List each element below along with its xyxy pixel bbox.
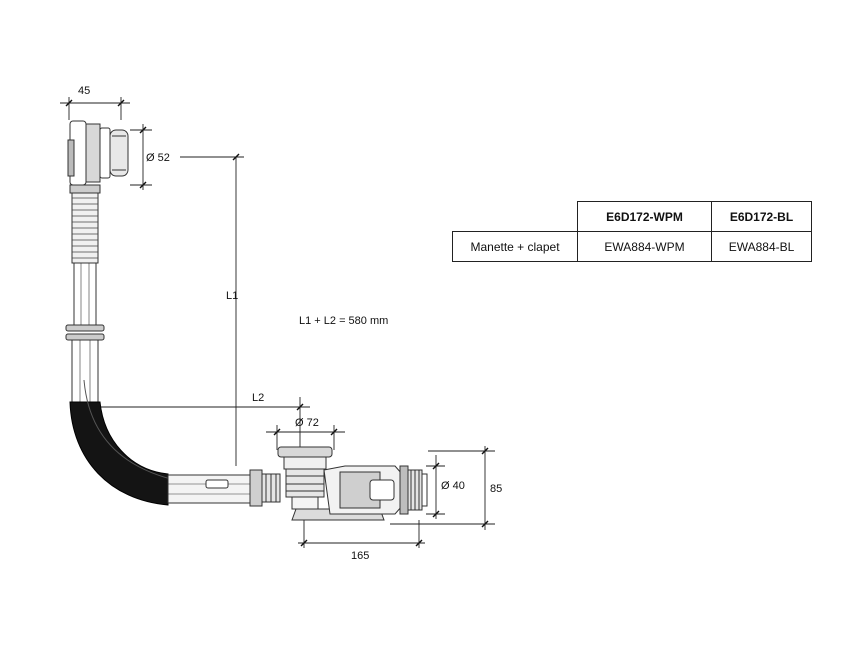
table-header-bl: E6D172-BL [711, 201, 812, 232]
table-header-empty [452, 201, 578, 232]
table-cell-bl: EWA884-BL [711, 231, 812, 262]
vertical-pipe [65, 184, 105, 403]
overflow-head [67, 120, 129, 186]
horizontal-pipe [167, 469, 281, 507]
dim-85-label: 85 [490, 483, 502, 495]
table-row: Manette + clapet EWA884-WPM EWA884-BL [452, 231, 812, 262]
dimension-ticks [65, 99, 489, 547]
dim-diameter-72-label: Ø 72 [295, 417, 319, 429]
table-row-label: Manette + clapet [452, 231, 578, 262]
dim-l2-label: L2 [252, 392, 264, 404]
dim-165-label: 165 [351, 550, 369, 562]
dim-45-label: 45 [78, 85, 90, 97]
table-header-row: E6D172-WPM E6D172-BL [452, 201, 812, 232]
table-cell-wpm: EWA884-WPM [577, 231, 712, 262]
drain-body [277, 446, 428, 521]
dim-formula-label: L1 + L2 = 580 mm [299, 315, 388, 327]
dim-diameter-52-label: Ø 52 [146, 152, 170, 164]
dim-l1-label: L1 [226, 290, 238, 302]
dim-diameter-40-label: Ø 40 [441, 480, 465, 492]
table-header-wpm: E6D172-WPM [577, 201, 712, 232]
dimension-lines [60, 97, 495, 548]
reference-table: E6D172-WPM E6D172-BL Manette + clapet EW… [452, 201, 812, 262]
